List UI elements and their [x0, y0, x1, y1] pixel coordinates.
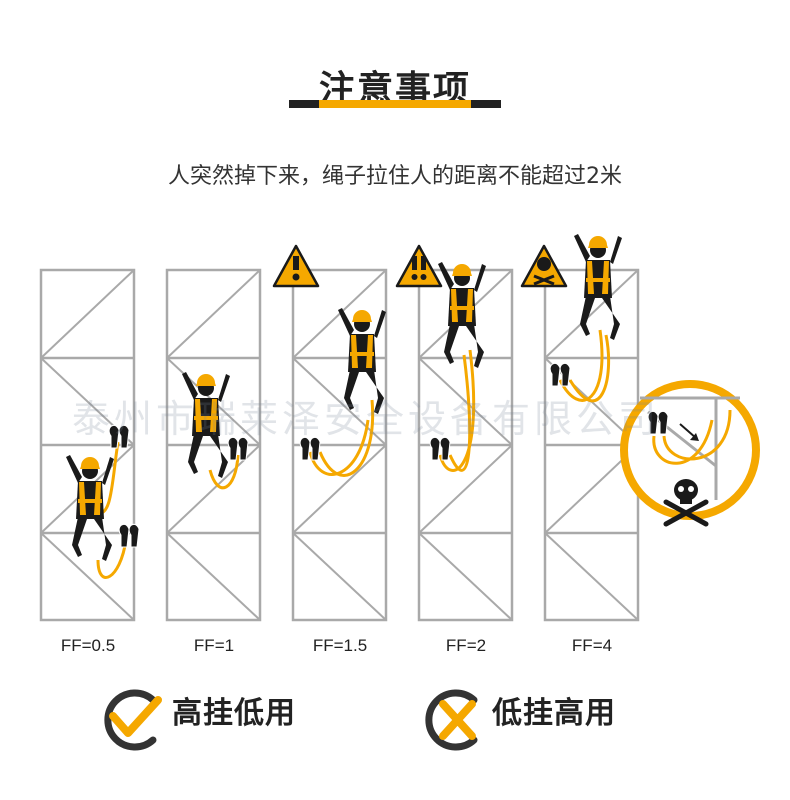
anchor-failure-zoom	[620, 380, 760, 527]
wrong-usage-badge: 低挂高用	[482, 688, 616, 732]
cross-icon	[425, 689, 478, 751]
skull-crossbones-icon	[520, 244, 568, 288]
check-icon	[104, 689, 162, 751]
exclamation-icon	[272, 244, 320, 288]
ff-label-2: FF=1	[193, 636, 235, 655]
danger-skull-icon	[663, 479, 709, 527]
worker-4	[438, 262, 486, 368]
ff-label-1: FF=0.5	[60, 636, 116, 655]
wrong-usage-label: 低挂高用	[492, 696, 616, 731]
hook-1-bottom	[118, 523, 140, 548]
scaffold-frame-1	[39, 268, 136, 622]
ff-label-5: FF=4	[571, 636, 613, 655]
watermark: 泰州市瑞莱泽安全设备有限公司	[72, 397, 661, 441]
double-exclamation-icon	[395, 244, 443, 288]
correct-usage-badge: 高挂低用	[162, 688, 296, 732]
underline-right-cap	[471, 100, 501, 108]
ff-label-4: FF=2	[445, 636, 487, 655]
lanyards	[95, 329, 611, 579]
correct-usage-label: 高挂低用	[172, 696, 296, 731]
ff-label-3: FF=1.5	[312, 636, 368, 655]
title-underline	[289, 100, 501, 108]
underline-left-cap	[289, 100, 319, 108]
worker-5	[574, 234, 622, 340]
subtitle: 人突然掉下来，绳子拉住人的距离不能超过2米	[168, 164, 622, 189]
